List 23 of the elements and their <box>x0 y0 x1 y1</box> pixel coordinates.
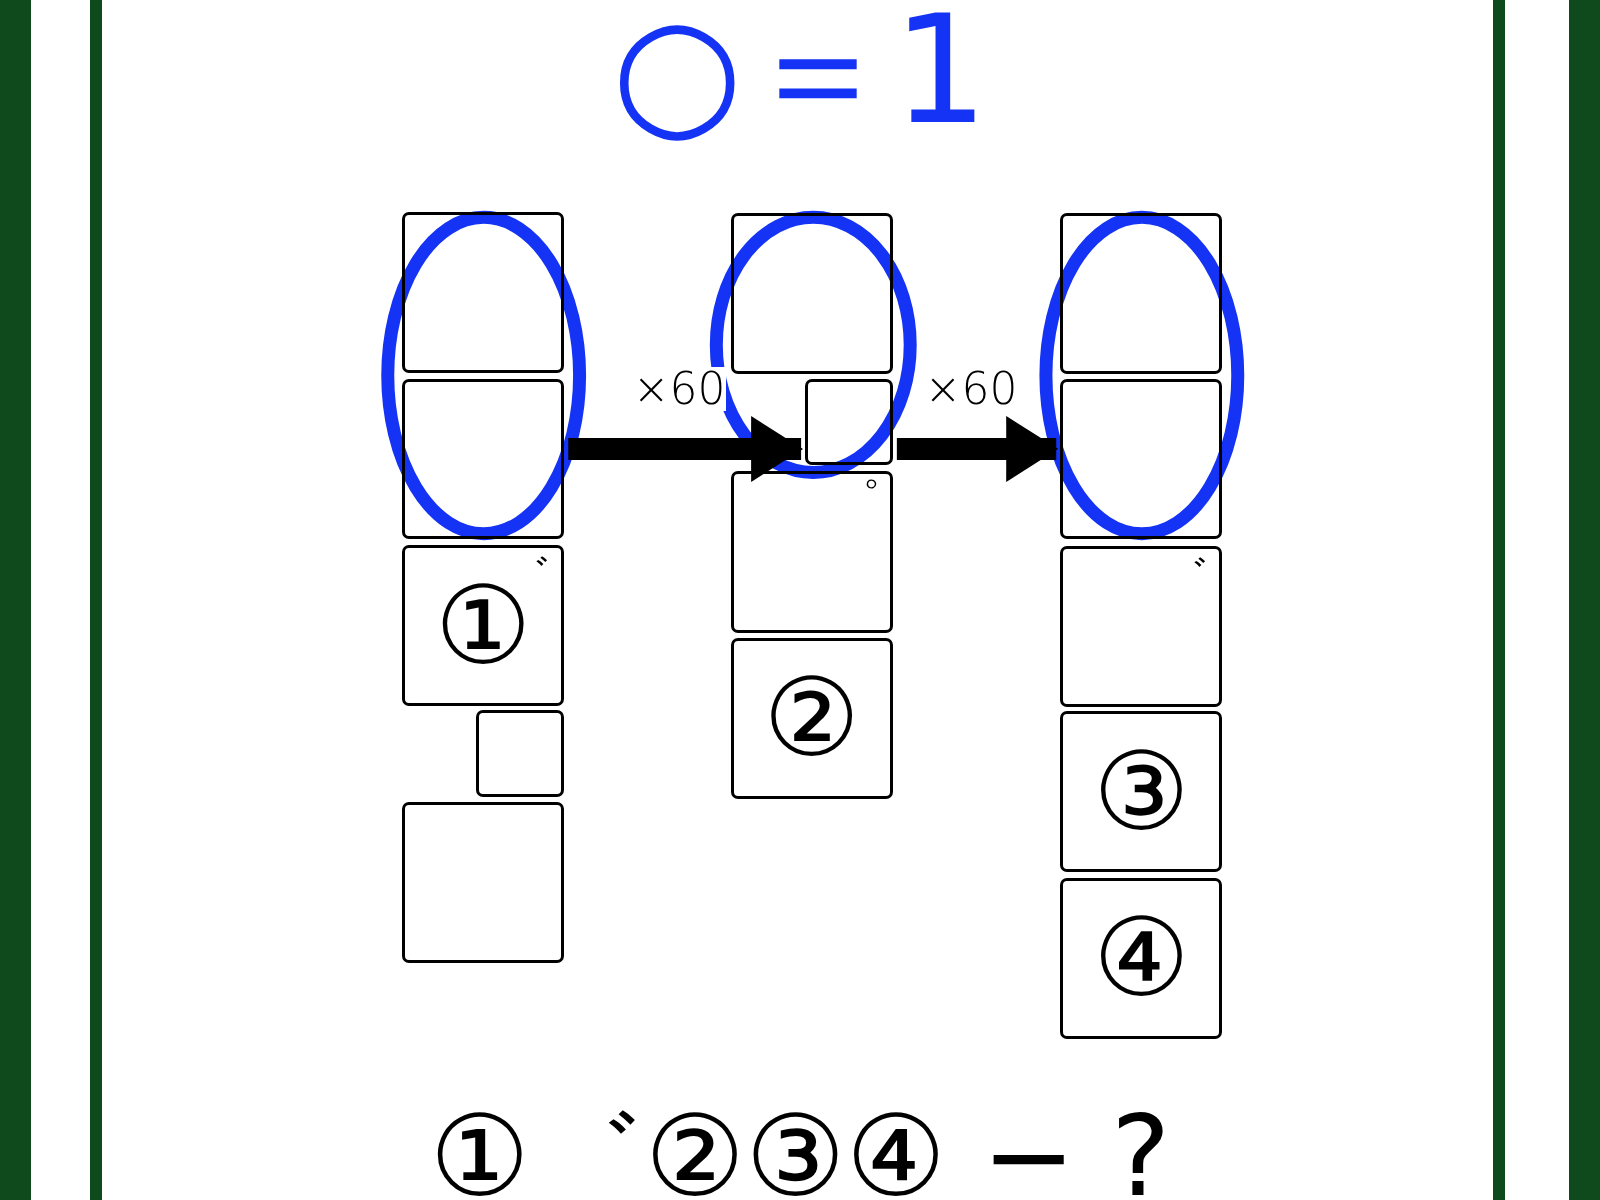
equation-text: ①゛②③④ − ? <box>428 1100 1172 1200</box>
title: ○＝1 <box>610 0 990 153</box>
block-arrow <box>896 416 1059 482</box>
text-box <box>1060 877 1223 1039</box>
empty-box <box>475 710 565 797</box>
empty-box <box>1060 378 1223 539</box>
empty-box <box>1060 213 1223 375</box>
empty-box <box>402 378 565 539</box>
text-box <box>730 471 893 633</box>
mark-symbol: ゜ <box>832 478 880 525</box>
circled-number: ④ <box>1091 904 1191 1013</box>
circled-number: ② <box>762 664 862 773</box>
text-box <box>402 544 565 707</box>
block-arrow <box>568 416 804 482</box>
text-box <box>1060 545 1223 708</box>
empty-box <box>402 212 565 374</box>
circled-number: ③ <box>1091 737 1191 846</box>
text-box <box>1060 711 1223 873</box>
empty-box <box>402 802 565 964</box>
empty-box <box>805 378 893 466</box>
empty-box <box>730 213 893 375</box>
text-box <box>730 637 893 799</box>
mark-symbol: ゛ <box>1162 552 1210 599</box>
